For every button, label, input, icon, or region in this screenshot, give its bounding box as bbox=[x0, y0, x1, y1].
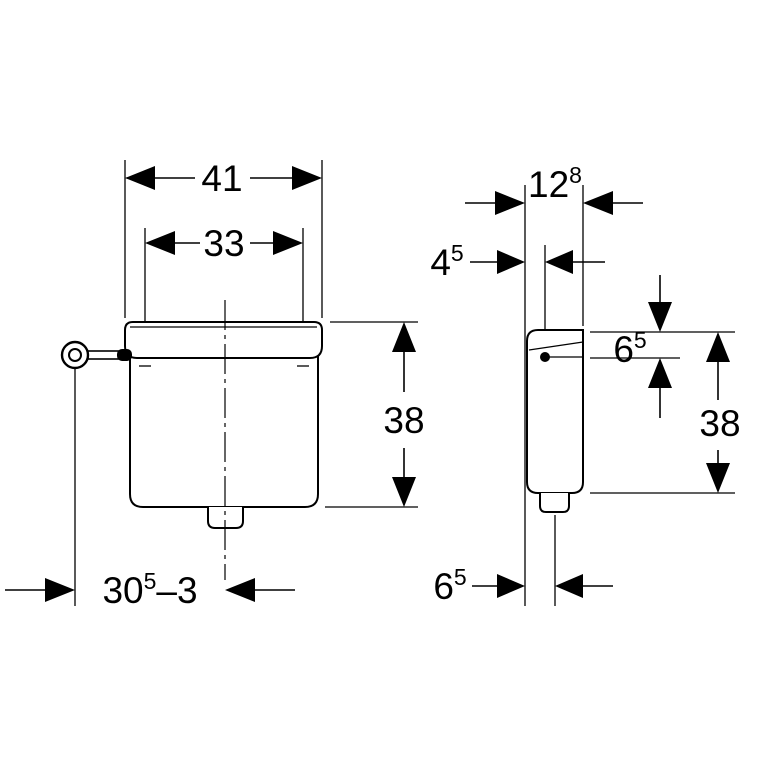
arrowhead-down bbox=[706, 463, 730, 493]
dim-label-4-5: 45 bbox=[430, 240, 463, 283]
front-view: 41 33 bbox=[5, 158, 425, 611]
arrowhead-right bbox=[495, 191, 525, 215]
dim-height-side: 38 bbox=[590, 332, 741, 494]
flush-lever bbox=[60, 340, 132, 606]
dim-label-33: 33 bbox=[203, 223, 244, 264]
label-base: 4 bbox=[430, 242, 451, 283]
dim-label-30-5-3: 305–3 bbox=[102, 568, 197, 611]
outlet-side bbox=[539, 493, 570, 513]
arrowhead-up bbox=[706, 332, 730, 362]
label-sup: 5 bbox=[454, 564, 467, 590]
dim-label-41: 41 bbox=[201, 158, 242, 199]
dim-height-front: 38 bbox=[325, 321, 425, 508]
dim-width-inner: 33 bbox=[144, 223, 304, 372]
label-base: 6 bbox=[613, 329, 634, 370]
side-view: 128 45 65 38 bbox=[430, 162, 740, 607]
arrowhead-left bbox=[545, 250, 573, 274]
label-base: 30 bbox=[102, 570, 143, 611]
arrowhead-up bbox=[648, 358, 672, 388]
label-base: 6 bbox=[433, 566, 454, 607]
lever-handle-hub bbox=[68, 348, 82, 362]
dim-label-38: 38 bbox=[383, 400, 424, 441]
dim-lever-offset: 305–3 bbox=[5, 568, 295, 611]
arrowhead-right bbox=[497, 250, 525, 274]
dim-label-6-5-top: 65 bbox=[613, 327, 646, 370]
cistern-side bbox=[526, 329, 584, 513]
dim-width-outer: 41 bbox=[124, 158, 323, 318]
lid-edge-line bbox=[528, 341, 584, 351]
arrowhead-left bbox=[125, 166, 155, 190]
arrowhead-left bbox=[145, 231, 175, 255]
dim-label-6-5-bottom: 65 bbox=[433, 564, 466, 607]
label-sup: 5 bbox=[634, 327, 647, 353]
arrowhead-left bbox=[583, 191, 613, 215]
cistern-front bbox=[124, 300, 323, 580]
label-tail: –3 bbox=[156, 570, 197, 611]
arrowhead-right bbox=[497, 574, 525, 598]
label-sup: 5 bbox=[144, 568, 157, 594]
lever-pivot bbox=[117, 349, 132, 361]
lever-pivot-dot-icon bbox=[540, 352, 550, 362]
arrowhead-down bbox=[392, 477, 416, 507]
dim-outlet-offset: 65 bbox=[433, 564, 613, 607]
arrowhead-right bbox=[45, 578, 75, 602]
dim-depth: 128 bbox=[465, 162, 643, 215]
dim-label-38: 38 bbox=[699, 403, 740, 444]
dim-lever-depth: 45 bbox=[430, 240, 605, 283]
arrowhead-right bbox=[273, 231, 303, 255]
arrowhead-up bbox=[392, 322, 416, 352]
cistern-body bbox=[129, 356, 319, 508]
cistern-side-body bbox=[526, 329, 584, 494]
label-sup: 8 bbox=[569, 162, 582, 188]
arrowhead-left bbox=[225, 578, 255, 602]
arrowhead-left bbox=[555, 574, 583, 598]
label-base: 12 bbox=[528, 164, 569, 205]
dim-lever-height: 65 bbox=[590, 275, 735, 418]
arrowhead-right bbox=[292, 166, 322, 190]
label-sup: 5 bbox=[451, 240, 464, 266]
lever-arm bbox=[85, 350, 123, 360]
arrowhead-down bbox=[648, 302, 672, 332]
dim-label-12-8: 128 bbox=[528, 162, 582, 205]
